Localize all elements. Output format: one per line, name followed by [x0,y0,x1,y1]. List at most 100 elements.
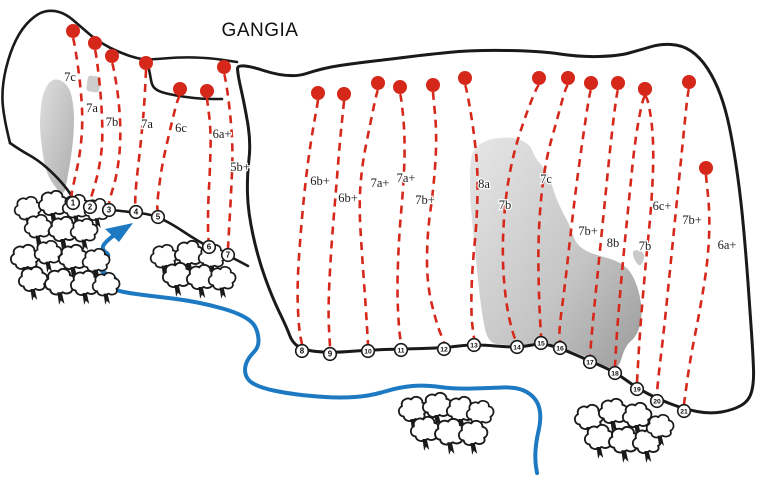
route-start-number-6: 6 [207,243,212,252]
route-top-anchor-10 [371,76,385,90]
route-top-anchor-21 [699,161,713,175]
route-top-anchor-20 [682,75,696,89]
route-start-number-10: 10 [364,349,372,356]
route-start-number-1: 1 [71,199,76,208]
route-grade-label-11: 7a+ [397,171,416,185]
route-grade-label-6: 6a+ [213,127,232,141]
trees-center-left [149,239,237,300]
route-grade-label-19: 6c+ [653,199,672,213]
trees-bottom-center [397,391,495,456]
route-top-anchor-8 [311,86,325,100]
route-line-1 [70,37,84,198]
route-grade-label-13: 8a [478,177,490,191]
route-grade-label-8: 6b+ [310,174,330,188]
tree-icon [17,265,49,302]
route-line-17 [588,89,620,356]
route-line-21 [682,174,711,405]
route-line-14 [501,83,540,342]
route-start-circle-16 [552,340,568,356]
route-line-6 [205,97,212,241]
route-start-number-19: 19 [633,387,641,394]
route-line-10 [358,89,380,345]
route-top-anchor-1 [66,24,80,38]
route-start-number-11: 11 [397,348,404,355]
route-top-anchor-14 [532,71,546,85]
route-grade-label-14: 7b [499,198,512,212]
cliff-edge-left-outer [1,9,239,145]
route-grade-label-7: 5b+ [230,160,250,174]
route-top-anchor-11 [393,80,407,94]
route-grade-label-2: 7a [86,101,98,115]
route-start-number-2: 2 [88,203,93,212]
route-line-19 [635,94,655,383]
rock-shading-layer [40,75,645,369]
route-start-circle-20 [649,393,665,409]
route-grade-label-4: 7a [141,117,153,131]
cliff-edge-left-notch [145,58,224,101]
route-line-20 [655,88,691,395]
route-line-2 [88,49,104,201]
route-start-circle-2 [82,199,98,215]
route-start-circle-12 [436,341,452,357]
route-line-4 [133,69,148,206]
route-start-number-13: 13 [470,343,478,350]
route-start-number-7: 7 [226,251,231,260]
route-grade-label-9: 6b+ [338,191,358,205]
route-start-number-12: 12 [440,347,448,354]
route-top-anchor-17 [611,76,625,90]
route-top-anchor-5 [173,82,187,96]
routes-layer [66,24,713,405]
route-start-circle-18 [607,365,623,381]
route-start-number-4: 4 [134,208,139,217]
rock-shade-wedge [632,250,645,266]
route-start-number-17: 17 [586,360,594,367]
route-grade-label-10: 7a+ [371,176,390,190]
route-grade-label-16: 7b+ [578,224,598,238]
route-top-anchor-2 [88,36,102,50]
rock-shade-left [40,79,74,193]
trees-bottom-right [573,397,675,464]
route-top-anchor-9 [337,87,351,101]
route-start-circle-4 [128,204,144,220]
route-start-number-9: 9 [328,350,333,359]
route-start-circle-14 [509,339,525,355]
route-start-number-5: 5 [156,213,161,222]
route-top-anchor-7 [217,60,231,74]
route-top-anchor-6 [200,84,214,98]
route-start-circle-9 [322,346,338,362]
route-grade-label-12: 7b+ [415,193,435,207]
labels-layer: 17c27a37b47a56c66a+75b+86b+96b+107a+117a… [63,69,738,419]
tree-icon [207,265,237,300]
route-start-circle-11 [393,342,409,358]
route-grade-label-18: 7b [639,239,652,253]
route-start-circle-13 [466,337,482,353]
route-start-circle-15 [533,335,549,351]
route-start-number-20: 20 [653,399,661,406]
route-line-16 [558,89,593,342]
route-top-anchor-4 [139,56,153,70]
route-start-circle-10 [360,343,376,359]
route-grade-label-5: 6c [175,121,187,135]
route-start-circle-19 [629,381,645,397]
cliff-edge-main-face [236,42,756,415]
route-line-3 [107,62,122,204]
route-top-anchor-13 [458,71,472,85]
tree-icon [91,271,121,306]
crag-title: GANGIA [221,20,299,41]
route-line-7 [222,73,234,249]
route-start-circle-6 [201,239,217,255]
route-start-circle-1 [65,195,81,211]
route-grade-label-17: 8b [607,236,620,250]
route-grade-label-1: 7c [64,70,76,84]
route-grade-label-20: 7b+ [682,213,702,227]
route-top-anchor-3 [105,49,119,63]
route-start-circle-21 [676,403,692,419]
route-top-anchor-16 [584,76,598,90]
route-line-13 [463,84,479,339]
route-line-12 [425,91,446,343]
route-start-number-21: 21 [680,409,688,416]
route-line-8 [296,99,320,345]
route-start-number-14: 14 [513,345,521,352]
